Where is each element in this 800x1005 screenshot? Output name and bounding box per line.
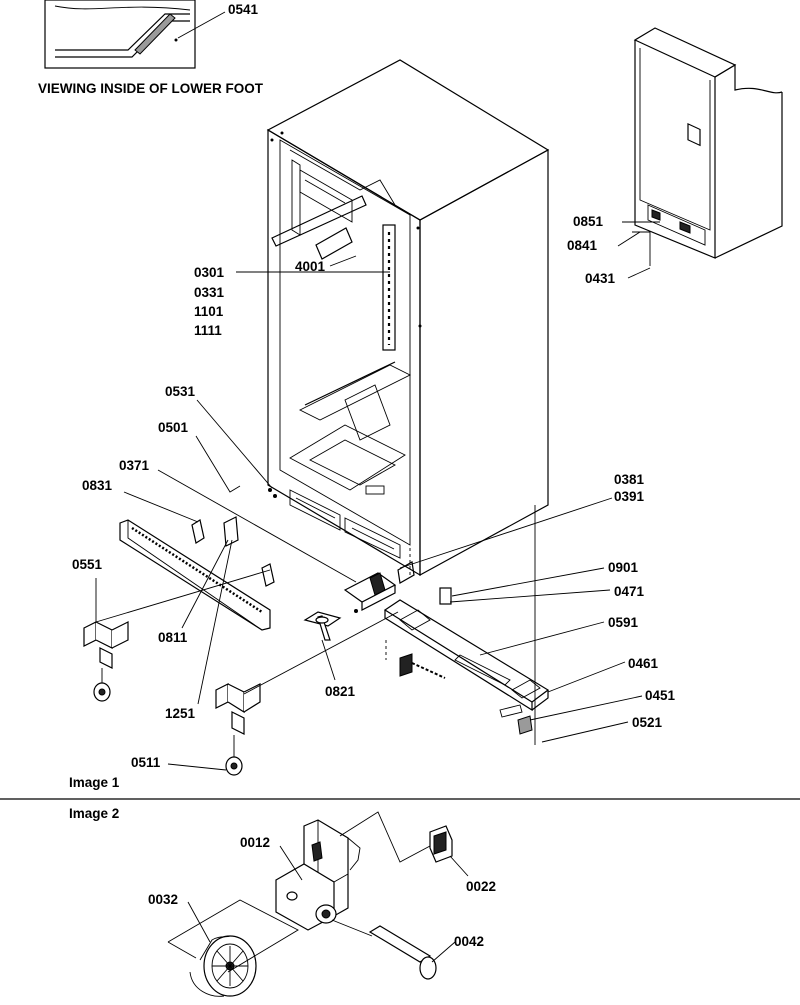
clip-part-right bbox=[261, 563, 275, 587]
callout-1111: 1111 bbox=[194, 323, 222, 338]
roller-bracket-right bbox=[215, 683, 261, 776]
callout-0811: 0811 bbox=[158, 630, 188, 645]
callout-0032: 0032 bbox=[148, 892, 178, 907]
bracket-part bbox=[223, 516, 239, 547]
callout-0841: 0841 bbox=[567, 238, 598, 253]
foot-roller bbox=[399, 653, 533, 735]
leader-lines-image2 bbox=[187, 845, 469, 963]
callout-0301: 0301 bbox=[194, 265, 225, 280]
clip-part bbox=[191, 519, 205, 544]
callout-0451: 0451 bbox=[645, 688, 676, 703]
callout-0461: 0461 bbox=[628, 656, 659, 671]
leveling-leg bbox=[303, 611, 342, 641]
front-kick-grille bbox=[119, 519, 271, 631]
callout-0821: 0821 bbox=[325, 684, 356, 699]
callout-0551: 0551 bbox=[72, 557, 103, 572]
callout-labels-image2: 0012 0022 0032 0042 bbox=[148, 835, 496, 949]
callout-labels: 0541 0851 0841 0431 4001 0301 0331 1101 … bbox=[72, 2, 676, 770]
lower-hinge bbox=[343, 561, 415, 613]
cabinet-main bbox=[266, 59, 550, 577]
section-label-image2: Image 2 bbox=[69, 806, 119, 821]
callout-0511: 0511 bbox=[131, 755, 161, 770]
cabinet-rear-view bbox=[617, 27, 783, 279]
callout-4001: 4001 bbox=[295, 259, 326, 274]
inset-caption: VIEWING INSIDE OF LOWER FOOT bbox=[38, 81, 264, 96]
inset-lower-foot bbox=[44, 0, 226, 69]
roller-assembly bbox=[167, 811, 453, 997]
callout-0501: 0501 bbox=[158, 420, 189, 435]
callout-1251: 1251 bbox=[165, 706, 196, 721]
leader-lines bbox=[95, 255, 643, 771]
callout-0521: 0521 bbox=[632, 715, 663, 730]
callout-1101: 1101 bbox=[194, 304, 224, 319]
callout-0371: 0371 bbox=[119, 458, 150, 473]
callout-0851: 0851 bbox=[573, 214, 604, 229]
callout-0531: 0531 bbox=[165, 384, 196, 399]
small-plate bbox=[439, 587, 452, 605]
callout-0471: 0471 bbox=[614, 584, 645, 599]
roller-bracket-left bbox=[83, 621, 129, 702]
callout-0431: 0431 bbox=[585, 271, 616, 286]
section-label-image1: Image 1 bbox=[69, 775, 120, 790]
callout-0042: 0042 bbox=[454, 934, 484, 949]
callout-0022: 0022 bbox=[466, 879, 496, 894]
callout-0331: 0331 bbox=[194, 285, 225, 300]
callout-0591: 0591 bbox=[608, 615, 639, 630]
callout-0012: 0012 bbox=[240, 835, 270, 850]
callout-0901: 0901 bbox=[608, 560, 639, 575]
base-rail bbox=[383, 599, 550, 712]
callout-0831: 0831 bbox=[82, 478, 113, 493]
callout-0381: 0381 bbox=[614, 472, 645, 487]
callout-0541: 0541 bbox=[228, 2, 259, 17]
callout-0391: 0391 bbox=[614, 489, 645, 504]
